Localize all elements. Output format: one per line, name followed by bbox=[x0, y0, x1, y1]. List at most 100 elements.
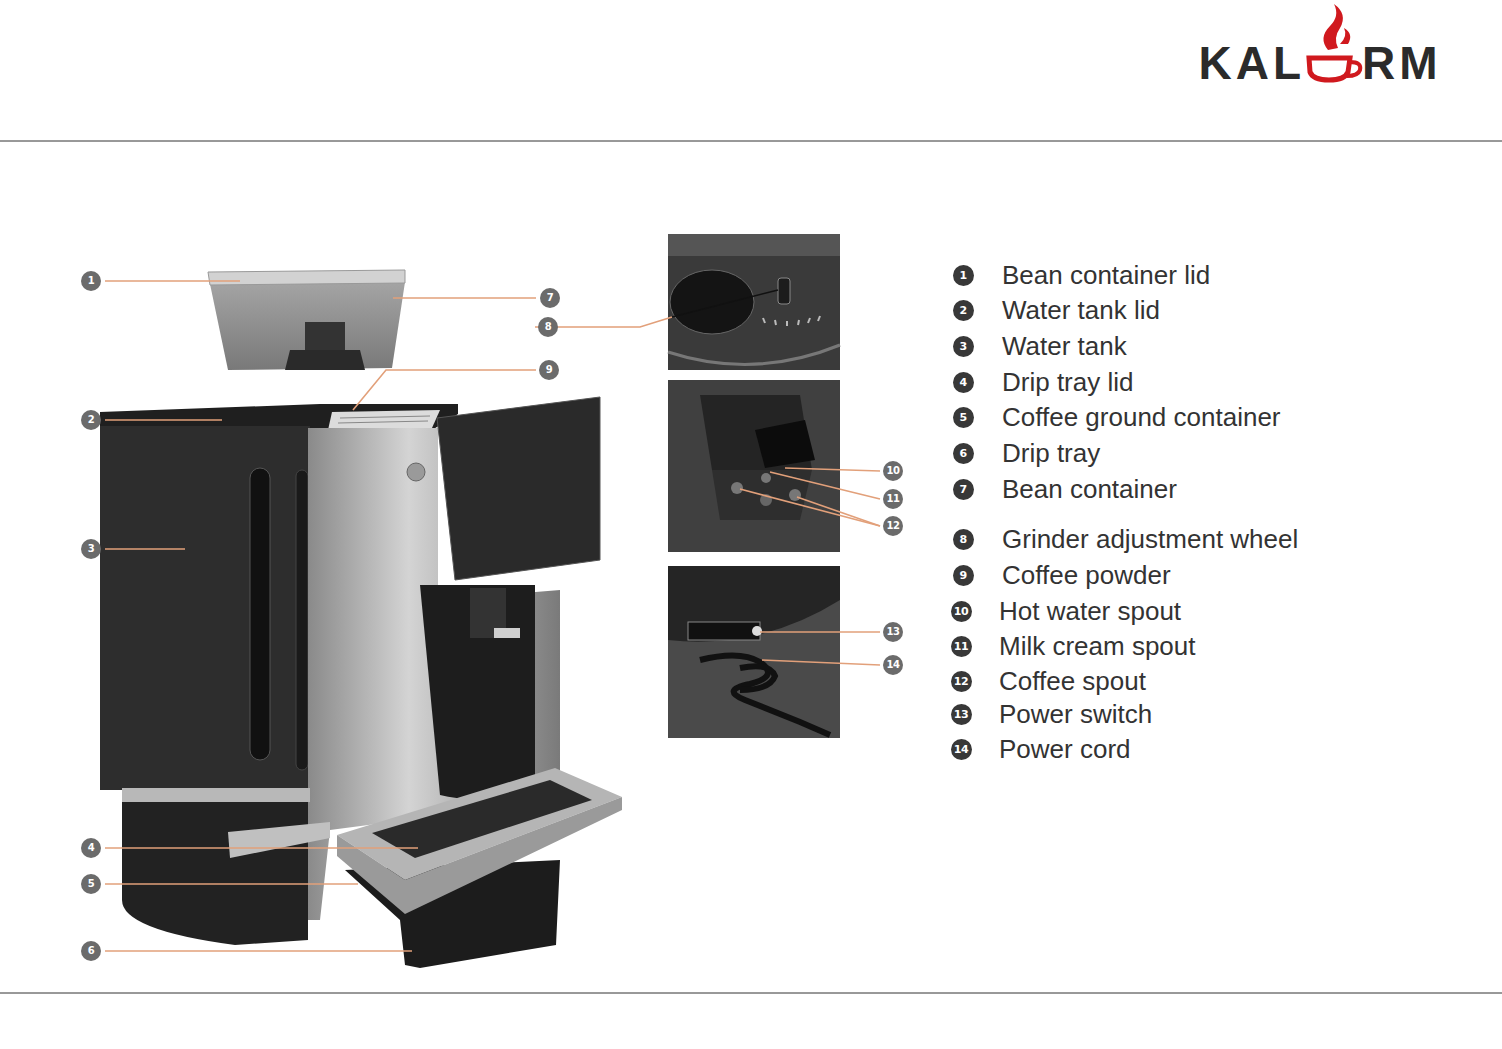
tank-window bbox=[296, 470, 308, 770]
logo-cup bbox=[1309, 4, 1360, 80]
leader-line bbox=[785, 468, 880, 471]
wheel-scale bbox=[763, 316, 820, 326]
photo-frame bbox=[668, 380, 840, 552]
photo-frame bbox=[668, 566, 840, 738]
hopper-base bbox=[285, 350, 365, 370]
list-number: 11 bbox=[951, 636, 972, 657]
leader-line bbox=[105, 883, 358, 885]
leader-line bbox=[762, 660, 880, 665]
detail-photo bbox=[668, 234, 840, 370]
front-button bbox=[407, 463, 425, 481]
leader-line bbox=[105, 548, 185, 550]
callout-number: 5 bbox=[81, 874, 101, 894]
machine-base bbox=[122, 802, 308, 945]
leader-line bbox=[393, 297, 536, 299]
cup-handle bbox=[1347, 62, 1360, 76]
list-number: 12 bbox=[951, 671, 972, 692]
header-rule bbox=[0, 141, 1502, 142]
leader-line bbox=[760, 631, 880, 633]
power-cord bbox=[740, 666, 775, 690]
callout-number: 14 bbox=[883, 655, 903, 675]
part-name: Water tank lid bbox=[1002, 294, 1160, 326]
spout-nozzle bbox=[761, 473, 771, 483]
leader-line bbox=[105, 419, 222, 421]
spout-block bbox=[755, 420, 815, 468]
logo-text: RM bbox=[1362, 38, 1442, 88]
water-tank bbox=[100, 426, 310, 790]
logo-flame bbox=[1340, 28, 1350, 44]
part-name: Coffee powder bbox=[1002, 559, 1171, 591]
part-name: Power switch bbox=[999, 698, 1152, 730]
callout-number: 4 bbox=[81, 838, 101, 858]
part-name: Grinder adjustment wheel bbox=[1002, 523, 1298, 555]
part-name: Coffee ground container bbox=[1002, 401, 1281, 433]
footer-rule bbox=[0, 993, 1502, 994]
switch-knob bbox=[752, 626, 762, 636]
list-number: 10 bbox=[951, 601, 972, 622]
grille-line bbox=[340, 416, 430, 418]
callout-number: 3 bbox=[81, 539, 101, 559]
callout-number: 12 bbox=[883, 516, 903, 536]
drip-tray-grate bbox=[372, 780, 592, 858]
drip-tray-edge bbox=[337, 797, 622, 914]
outlet-recess bbox=[420, 585, 535, 799]
list-number: 8 bbox=[953, 529, 974, 550]
powder-grille bbox=[328, 410, 440, 430]
list-number: 4 bbox=[953, 372, 974, 393]
part-name: Hot water spout bbox=[999, 595, 1181, 627]
list-number: 13 bbox=[951, 704, 972, 725]
callout-number: 10 bbox=[883, 461, 903, 481]
photo-lid bbox=[668, 234, 840, 256]
logo-text: KAL bbox=[1198, 38, 1305, 88]
outlet-trim bbox=[494, 628, 520, 638]
leader-line bbox=[797, 497, 880, 526]
grinder-opening bbox=[670, 270, 754, 334]
list-number: 7 bbox=[953, 479, 974, 500]
leader-line bbox=[740, 489, 880, 526]
part-name: Drip tray lid bbox=[1002, 366, 1133, 398]
leader-line bbox=[770, 472, 880, 499]
adjustment-wheel bbox=[778, 278, 790, 304]
logo-flame bbox=[1323, 4, 1342, 50]
spout-nozzle bbox=[789, 489, 801, 501]
power-cord bbox=[700, 655, 830, 735]
list-number: 6 bbox=[953, 443, 974, 464]
power-switch bbox=[688, 622, 760, 640]
callout-number: 11 bbox=[883, 489, 903, 509]
part-name: Water tank bbox=[1002, 330, 1127, 362]
callout-number: 7 bbox=[540, 288, 560, 308]
cup-shape bbox=[1309, 58, 1350, 80]
callout-number: 1 bbox=[81, 271, 101, 291]
photo-edge bbox=[668, 345, 840, 364]
bean-hopper bbox=[210, 282, 405, 370]
part-name: Bean container lid bbox=[1002, 259, 1210, 291]
part-name: Power cord bbox=[999, 733, 1131, 765]
base-trim bbox=[228, 822, 330, 858]
detail-photo bbox=[668, 380, 840, 552]
list-number: 1 bbox=[953, 265, 974, 286]
list-number: 5 bbox=[953, 407, 974, 428]
hopper-lid bbox=[208, 270, 405, 285]
list-number: 2 bbox=[953, 300, 974, 321]
leader-line bbox=[672, 290, 778, 317]
leader-line bbox=[353, 370, 536, 410]
list-number: 14 bbox=[951, 739, 972, 760]
callout-number: 2 bbox=[81, 410, 101, 430]
machine-drawing bbox=[100, 270, 622, 968]
photo-frame bbox=[668, 234, 840, 370]
callout-number: 6 bbox=[81, 941, 101, 961]
leader-line bbox=[105, 847, 418, 849]
machine-back bbox=[668, 566, 840, 642]
grille-line bbox=[338, 421, 428, 423]
callout-number: 9 bbox=[539, 360, 559, 380]
detail-photo bbox=[668, 566, 840, 738]
list-number: 9 bbox=[953, 565, 974, 586]
leader-line bbox=[105, 950, 412, 952]
part-name: Milk cream spout bbox=[999, 630, 1196, 662]
tank-window bbox=[250, 468, 270, 760]
part-name: Bean container bbox=[1002, 473, 1177, 505]
part-name: Drip tray bbox=[1002, 437, 1100, 469]
spout-nozzle bbox=[731, 482, 743, 494]
leader-line bbox=[105, 280, 240, 282]
